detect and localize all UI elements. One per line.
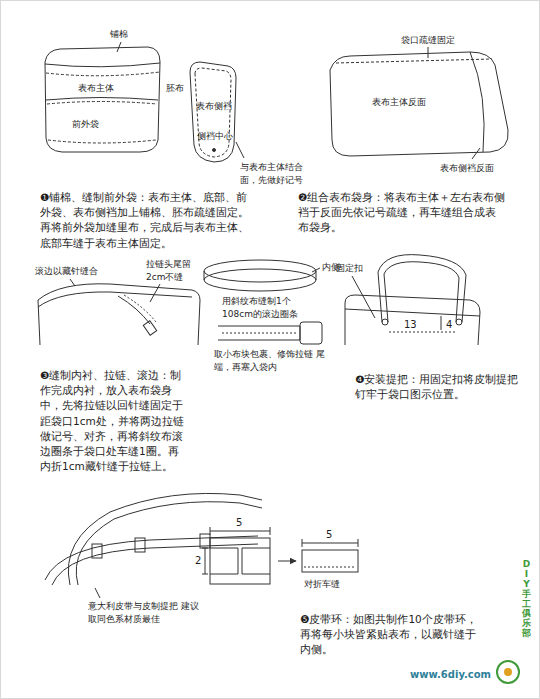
dimension: 4 [446,318,452,333]
part-label: 滚边以藏针缝合 [35,265,98,278]
note: 意大利皮带与皮制提把 建议取同色系材质最佳 [88,600,200,626]
step-text: ❸缝制内衬、拉链、滚边：制作完成内衬，放入表布袋身中，先将拉链以回针缝固定于距袋… [40,368,188,475]
note: 用斜纹布缝制1个 108cm的滚边圈条 [222,295,318,321]
dimension: 13 [404,318,417,333]
club-logo [497,661,519,683]
step-text: ❹安装提把：用固定扣将皮制提把钉牢于袋口图示位置。 [355,372,523,402]
line-art [38,42,508,598]
part-label: 对折车缝 [304,578,340,591]
part-label: 固定扣 [336,262,363,275]
step-text: ❷组合表布袋身：将表布主体＋左右表布侧裆于反面先依记号疏缝，再车缝组合成表布袋身… [298,190,506,236]
dimension: 5 [326,528,332,543]
watermark: www.6diy.com [410,668,491,683]
part-label: 前外袋 [72,118,99,131]
part-label: 胚布 [166,82,184,95]
note: 拉链头尾留 2cm不缝 [146,258,200,284]
part-label: 表布侧裆反面 [440,162,494,175]
part-label: 表布侧裆 [196,100,232,113]
step-text: ❶铺棉、缝制前外袋：表布主体、底部、前外袋、表布侧裆加上铺棉、胚布疏缝固定。再将… [40,190,258,251]
note: 取小布块包裹、修饰拉链 尾端，再塞入袋内 [214,348,326,374]
watermark: DIY手工俱乐部 [522,560,531,639]
part-label: 表布主体 [78,82,114,95]
part-label: 铺棉 [110,28,128,41]
dimension: 5 [236,516,242,531]
note: 与表布主体结合 面，先做好记号 [240,161,312,187]
part-label: 袋口疏缝固定 [401,34,455,47]
part-label: 表布主体反面 [372,96,426,109]
step-text: ❺皮带环：如图共制作10个皮带环，再将每小块皆紧贴表布，以藏针缝于内侧。 [300,612,478,658]
part-label: 侧裆中心 [197,130,233,142]
dimension: 2 [195,554,201,569]
